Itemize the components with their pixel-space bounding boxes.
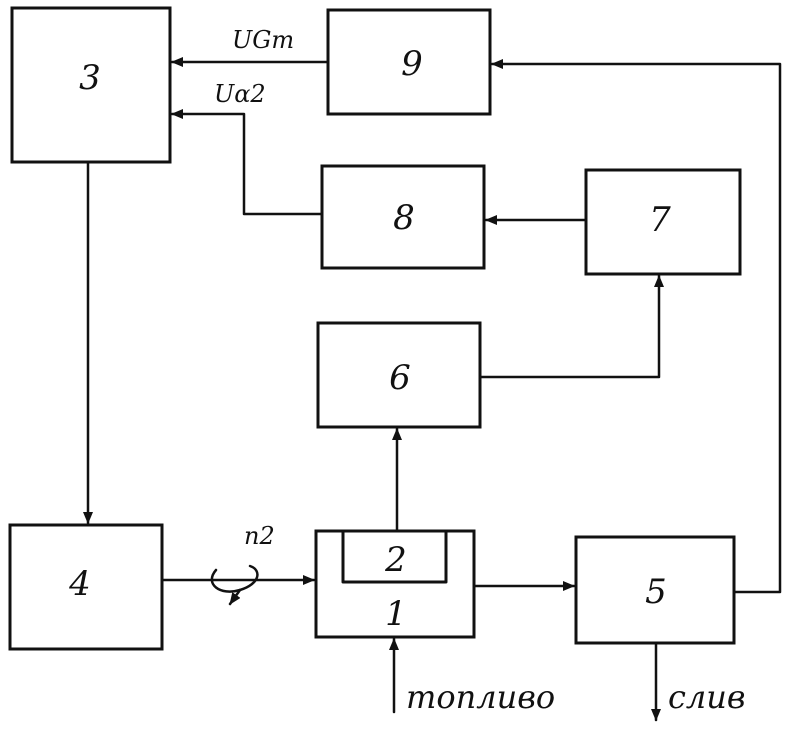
block-8-label: 8 xyxy=(393,198,415,238)
block-3-label: 3 xyxy=(79,58,101,98)
block-8: 8 xyxy=(322,166,484,268)
speed-n2-label: n2 xyxy=(244,522,275,550)
signal-u-g-label: UGт xyxy=(232,26,294,54)
block-2-label: 2 xyxy=(384,540,407,580)
arrow-8-to-3 xyxy=(172,114,322,214)
fuel-label: топливо xyxy=(406,678,555,716)
block-4-label: 4 xyxy=(68,564,91,604)
arrow-5-to-9 xyxy=(492,64,780,592)
arrow-6-to-7 xyxy=(480,276,659,377)
block-5-label: 5 xyxy=(645,572,667,612)
signal-u-a-label: Uα2 xyxy=(214,80,266,108)
block-1-label: 1 xyxy=(385,594,407,634)
block-6: 6 xyxy=(318,323,480,427)
block-6-label: 6 xyxy=(389,358,411,398)
block-4: 4 xyxy=(10,525,162,649)
block-3: 3 xyxy=(12,8,170,162)
block-5: 5 xyxy=(576,537,734,643)
drain-label: слив xyxy=(668,678,746,716)
block-7: 7 xyxy=(586,170,740,274)
block-9: 9 xyxy=(328,10,490,114)
block-7-label: 7 xyxy=(649,200,671,240)
block-9-label: 9 xyxy=(401,44,423,84)
